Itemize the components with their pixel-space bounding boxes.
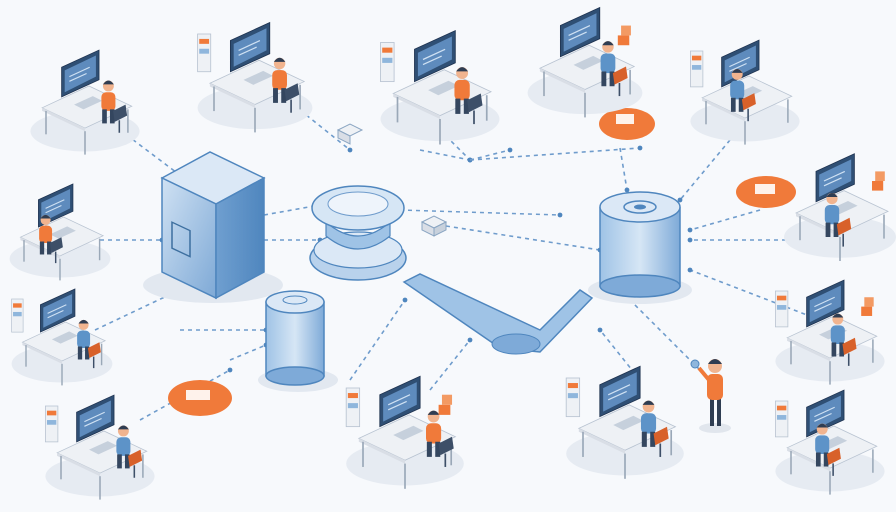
database-icon <box>258 290 338 392</box>
workstation-icon <box>197 21 313 133</box>
cloud-storage-icon <box>588 191 692 304</box>
server-cabinet-icon <box>143 151 283 303</box>
connection-node <box>637 145 643 151</box>
connection-line <box>349 299 406 381</box>
connection-lines <box>94 109 821 421</box>
workstation-icon <box>690 39 800 145</box>
workstation-icon <box>775 389 885 495</box>
connection-line <box>419 149 471 161</box>
connection-line <box>94 284 191 331</box>
connection-node <box>597 327 603 333</box>
connection-node <box>227 367 233 373</box>
connection-node <box>557 212 563 218</box>
person-icon <box>824 205 840 225</box>
workstation-icon <box>380 29 500 145</box>
person-icon <box>454 79 470 101</box>
connection-line <box>469 149 511 161</box>
connection-line <box>689 269 821 321</box>
workstation-icon <box>345 375 464 489</box>
connection-node <box>467 337 473 343</box>
connection-node <box>687 237 693 243</box>
connection-node <box>687 267 693 273</box>
disk-stack-icon <box>309 185 407 281</box>
workstation-icon <box>775 279 885 385</box>
connection-line <box>619 289 701 371</box>
person-icon <box>272 70 287 90</box>
connection-line <box>299 109 351 151</box>
workstation-icon <box>9 183 111 281</box>
person-icon <box>116 437 131 456</box>
workstation-icon <box>30 49 140 155</box>
workstation-icon <box>527 6 643 118</box>
person-icon <box>730 80 745 100</box>
connection-line <box>263 204 321 216</box>
person-icon <box>101 92 116 111</box>
router-icon <box>336 123 448 237</box>
connection-line <box>229 344 267 361</box>
person-icon <box>39 225 53 243</box>
person-icon <box>426 423 442 444</box>
workstation-icon <box>565 365 684 479</box>
workstation-icon <box>11 288 113 386</box>
person-icon <box>77 330 91 348</box>
connection-line <box>429 339 471 391</box>
connection-node <box>402 297 408 303</box>
person-icon <box>690 359 731 433</box>
workstation-icon <box>45 394 155 500</box>
person-icon <box>640 413 657 434</box>
person-icon <box>830 325 845 345</box>
person-icon <box>815 435 830 455</box>
connection-line <box>679 139 731 201</box>
workstations <box>9 6 896 500</box>
workstation-icon <box>784 153 896 262</box>
connection-node <box>347 147 353 153</box>
orange-badges <box>168 108 796 416</box>
person-icon <box>600 53 616 74</box>
connection-node <box>507 147 513 153</box>
connection-line <box>439 129 471 161</box>
connection-line <box>689 209 761 231</box>
connection-node <box>687 227 693 233</box>
cable-tray <box>402 273 594 355</box>
connection-line <box>619 147 628 191</box>
connection-line <box>445 225 601 251</box>
connection-line <box>399 209 561 216</box>
connection-node <box>624 187 630 193</box>
connection-node <box>677 197 683 203</box>
